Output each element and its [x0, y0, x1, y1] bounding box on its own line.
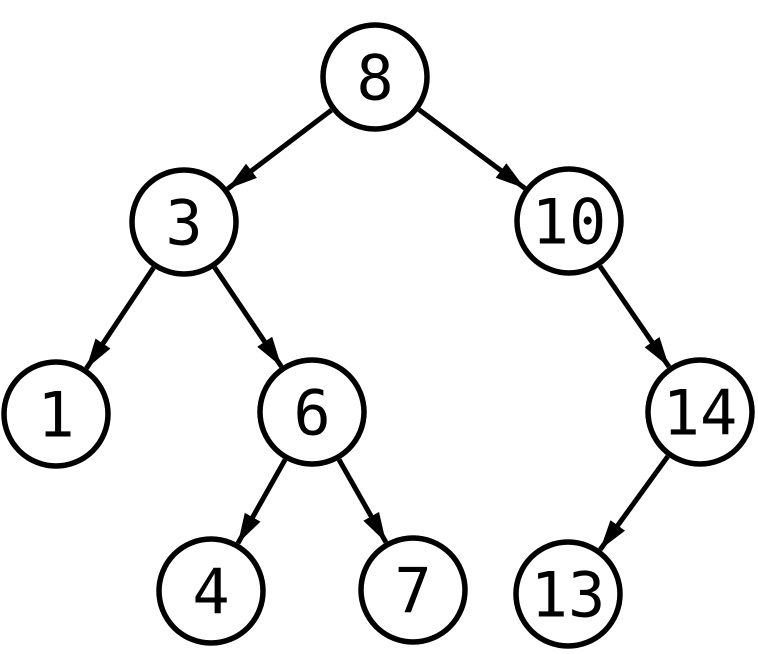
- node-label: 13: [531, 558, 606, 631]
- edge-8-10: [417, 107, 527, 191]
- node-label: 14: [663, 376, 738, 449]
- edge-14-13: [598, 454, 670, 552]
- node-circle: [320, 22, 430, 132]
- edge-6-4: [235, 458, 288, 545]
- node-label: 7: [394, 554, 431, 627]
- node-circle: [1, 359, 111, 469]
- edge-3-1: [84, 266, 156, 370]
- tree-node-4: 4: [156, 536, 266, 646]
- edge-10-14: [597, 264, 672, 369]
- tree-node-6: 6: [257, 357, 367, 467]
- tree-node-3: 3: [129, 167, 239, 277]
- edge-3-6: [212, 266, 284, 368]
- tree-node-7: 7: [358, 535, 468, 645]
- edge-8-3: [226, 108, 333, 191]
- node-circle: [257, 357, 367, 467]
- tree-node-13: 13: [513, 539, 623, 649]
- node-label: 10: [532, 185, 607, 258]
- node-label: 1: [37, 378, 74, 451]
- edge-6-7: [336, 458, 389, 544]
- node-circle: [645, 357, 755, 467]
- node-circle: [129, 167, 239, 277]
- node-circle: [514, 166, 624, 276]
- tree-node-8: 8: [320, 22, 430, 132]
- node-circle: [358, 535, 468, 645]
- tree-node-14: 14: [645, 357, 755, 467]
- node-label: 3: [165, 186, 202, 259]
- node-label: 6: [293, 376, 330, 449]
- node-circle: [513, 539, 623, 649]
- tree-node-10: 10: [514, 166, 624, 276]
- node-circle: [156, 536, 266, 646]
- node-label: 8: [356, 41, 393, 114]
- node-label: 4: [192, 555, 229, 628]
- tree-node-1: 1: [1, 359, 111, 469]
